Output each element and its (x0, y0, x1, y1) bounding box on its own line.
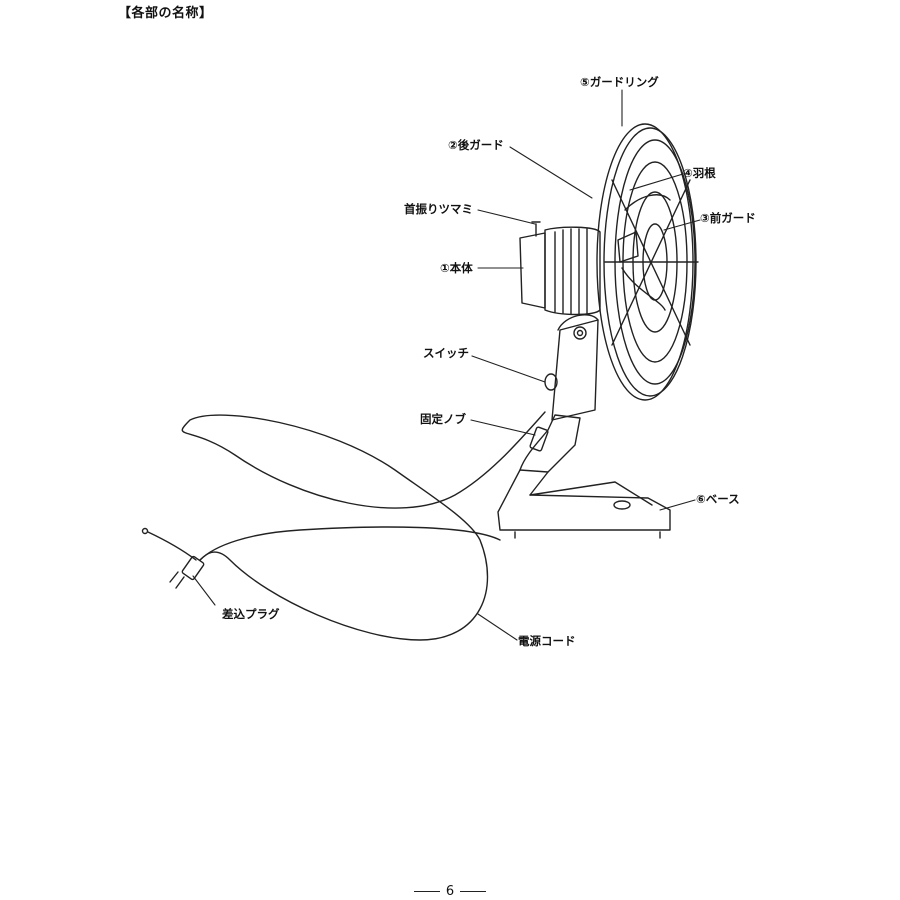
label-plug: 差込プラグ (222, 607, 280, 621)
page-footer: 6 (0, 884, 900, 899)
label-lock-knob: 固定ノブ (420, 412, 466, 426)
label-body: ①本体 (440, 261, 473, 275)
section-heading: 【各部の名称】 (118, 6, 213, 21)
power-cord-line (181, 411, 546, 641)
stand-shape (519, 314, 599, 473)
motor-body-shape (519, 221, 601, 316)
footer-dash-right (460, 891, 487, 892)
label-rear-guard: ②後ガード (448, 138, 504, 152)
label-oscillation-knob: 首振りツマミ (404, 202, 473, 216)
label-guard-ring: ⑤ガードリング (580, 75, 659, 89)
label-switch: スイッチ (423, 346, 469, 360)
label-power-cord: 電源コード (518, 634, 576, 648)
label-front-guard: ③前ガード (700, 211, 756, 225)
page-number: 6 (445, 884, 455, 899)
label-base: ⑥ベース (696, 492, 740, 506)
base-shape (497, 469, 671, 539)
plug-icon (141, 527, 205, 589)
footer-dash-left (413, 891, 440, 892)
label-blade: ④羽根 (683, 166, 716, 180)
fan-guard-shape (596, 123, 699, 401)
leader-lines (192, 89, 701, 641)
